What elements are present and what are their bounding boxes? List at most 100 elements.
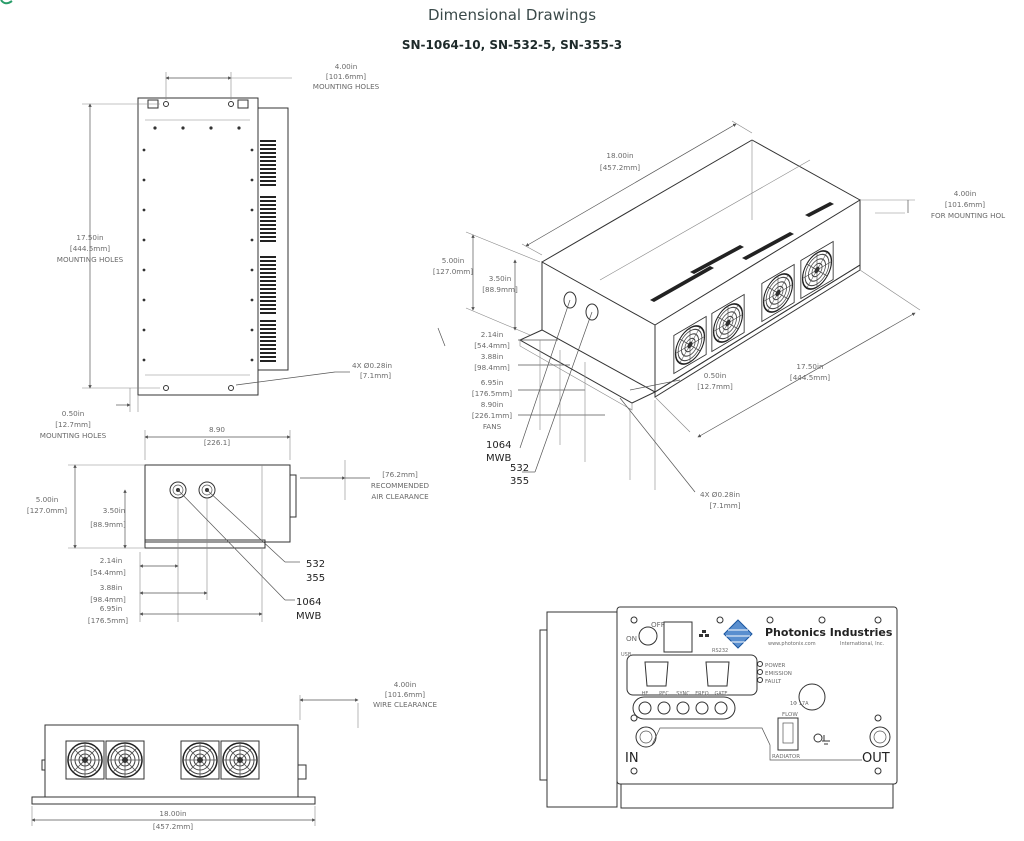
iso-hole-mm: [7.1mm]	[709, 501, 740, 510]
side-h2-mm: [88.9mm]	[90, 520, 126, 529]
side-h2-in: 3.50in	[103, 506, 126, 515]
panel-side-box	[546, 611, 618, 808]
side-clearance-note2: AIR CLEARANCE	[371, 492, 429, 501]
panel-intl: International, Inc.	[840, 641, 884, 647]
power-switch	[638, 626, 658, 646]
out-port	[869, 726, 891, 748]
iso-mount-mm: [101.6mm]	[945, 200, 985, 209]
panel-in: IN	[625, 751, 639, 766]
panel-rs232: RS232	[712, 648, 728, 654]
side-width-mm: [226.1]	[204, 438, 230, 447]
iso-mount-in: 4.00in	[954, 189, 977, 198]
iso-h2-in: 3.50in	[489, 274, 512, 283]
ground-icon	[813, 733, 830, 745]
top-view-body	[137, 97, 259, 396]
bnc-port-pec	[657, 701, 671, 715]
top-length-note: MOUNTING HOLES	[57, 255, 124, 264]
panel-power: POWER	[765, 663, 786, 669]
front-wire-mm: [101.6mm]	[385, 690, 425, 699]
accent-mark	[0, 0, 14, 6]
front-view: 4.00in [101.6mm] WIRE CLEARANCE 18.00in …	[31, 680, 438, 831]
front-len-in: 18.00in	[159, 809, 186, 818]
network-icon	[699, 630, 709, 637]
bnc-port-gate	[714, 701, 728, 715]
iso-d1-in: 2.14in	[481, 330, 504, 339]
iso-mount-note: FOR MOUNTING HOL	[931, 211, 1005, 220]
front-wire-note: WIRE CLEARANCE	[373, 700, 438, 709]
side-d1-mm: [54.4mm]	[90, 568, 126, 577]
iso-d1-mm: [54.4mm]	[474, 341, 510, 350]
brand-logo-icon	[723, 619, 753, 649]
side-d2-in: 3.88in	[100, 583, 123, 592]
panel-out: OUT	[862, 751, 890, 766]
panel-off-label: OFF	[651, 620, 665, 629]
bnc-port-sync	[676, 701, 690, 715]
bnc-ports: HF PEC SYNC FREQ GATE	[638, 691, 728, 715]
panel-flow: FLOW	[782, 712, 798, 718]
iso-d4-in: 8.90in	[481, 400, 504, 409]
top-offset-note: MOUNTING HOLES	[40, 431, 107, 440]
panel-fuse: 1Φ 17A	[790, 701, 809, 707]
side-d2-mm: [98.4mm]	[90, 595, 126, 604]
top-view: 4.00in [101.6mm] MOUNTING HOLES 17.50in …	[40, 62, 392, 440]
side-port-mwb: MWB	[296, 611, 322, 622]
top-offset-mm: [12.7mm]	[55, 420, 91, 429]
top-vent-2	[260, 195, 276, 243]
top-vent-3	[260, 255, 276, 315]
panel-usb: USB	[621, 652, 632, 658]
side-view: 8.90 [226.1] [76.2mm] RECOMMENDED AIR CL…	[27, 425, 430, 625]
iso-d3-in: 6.95in	[481, 378, 504, 387]
iso-view: 18.00in [457.2mm] 4.00in [101.6mm] FOR M…	[433, 120, 1005, 510]
rear-panel: OFF ON Photonics Industries www.photonix…	[539, 606, 898, 809]
side-d3-mm: [176.5mm]	[88, 616, 128, 625]
top-length-in: 17.50in	[76, 233, 103, 242]
bnc-port-label: GATE	[714, 691, 727, 697]
bnc-port-hf	[638, 701, 652, 715]
side-h-in: 5.00in	[36, 495, 59, 504]
bnc-port-label: PEC	[659, 691, 669, 697]
fuse-holder	[798, 683, 826, 711]
side-clearance-mm: [76.2mm]	[382, 470, 418, 479]
iso-off-in: 0.50in	[704, 371, 727, 380]
iso-len-in: 18.00in	[606, 151, 633, 160]
panel-on-label: ON	[626, 634, 637, 643]
front-len-mm: [457.2mm]	[153, 822, 193, 831]
iso-port-355: 355	[510, 476, 529, 487]
iso-port-532: 532	[510, 463, 529, 474]
top-vent-4	[260, 320, 276, 362]
panel-radiator: RADIATOR	[772, 754, 800, 760]
iso-port-mwb: MWB	[486, 453, 512, 464]
page-subtitle: SN-1064-10, SN-532-5, SN-355-3	[401, 38, 623, 52]
top-hole-label: 4X Ø0.28in	[352, 361, 392, 370]
panel-brand: Photonics Industries	[765, 626, 893, 639]
iso-depth-in: 17.50in	[796, 362, 823, 371]
iso-h2-mm: [88.9mm]	[482, 285, 518, 294]
bnc-port-label: HF	[642, 691, 649, 697]
top-length-mm: [444.5mm]	[70, 244, 110, 253]
iso-d3-mm: [176.5mm]	[472, 389, 512, 398]
side-width-in: 8.90	[209, 425, 225, 434]
top-mount-width-mm: [101.6mm]	[326, 72, 366, 81]
panel-emission: EMISSION	[765, 671, 792, 677]
bnc-port-label: FREQ	[695, 691, 709, 697]
side-d1-in: 2.14in	[100, 556, 123, 565]
top-hole-mm: [7.1mm]	[360, 371, 391, 380]
side-d3-in: 6.95in	[100, 604, 123, 613]
bnc-port-label: SYNC	[676, 691, 690, 697]
panel-url: www.photonix.com	[768, 641, 816, 647]
iso-d4-mm: [226.1mm]	[472, 411, 512, 420]
iso-d4-note: FANS	[483, 422, 502, 431]
iso-depth-mm: [444.5mm]	[790, 373, 830, 382]
top-offset-in: 0.50in	[62, 409, 85, 418]
side-port-1064: 1064	[296, 597, 321, 608]
iso-h-mm: [127.0mm]	[433, 267, 473, 276]
top-vent-1	[260, 140, 276, 186]
iso-d2-in: 3.88in	[481, 352, 504, 361]
top-view-fan-housing	[257, 107, 289, 371]
iso-len-mm: [457.2mm]	[600, 163, 640, 172]
in-port	[635, 726, 657, 748]
front-wire-in: 4.00in	[394, 680, 417, 689]
front-view-base	[31, 796, 316, 805]
bnc-port-freq	[695, 701, 709, 715]
